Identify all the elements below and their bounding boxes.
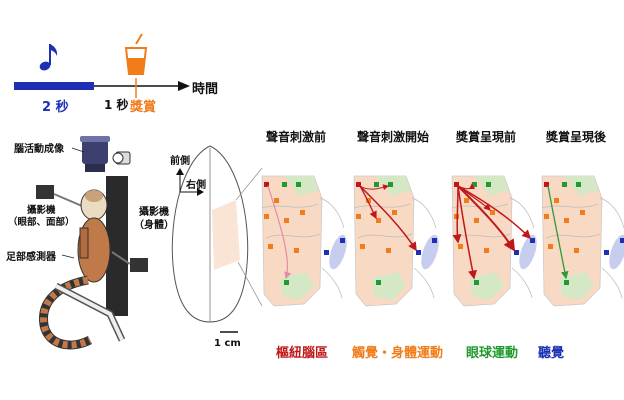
camera-face-label-line1: 攝影機 <box>27 205 56 216</box>
duration-sound-label: 2 秒 <box>42 100 69 115</box>
music-note-icon <box>39 44 58 71</box>
scale-bar-label: 1 cm <box>214 338 241 349</box>
legend-eye: 眼球運動 <box>466 346 519 361</box>
network-panel-2 <box>353 175 443 307</box>
anterior-label: 前側 <box>170 156 190 167</box>
panel-title-1: 聲音刺激前 <box>266 130 327 144</box>
right-label: 右側 <box>186 180 206 191</box>
camera-face-label-line2: （眼部、面部） <box>8 217 75 228</box>
camera-face <box>36 185 83 207</box>
foot-sensor-label: 足部感測器 <box>6 252 56 263</box>
camera-body-label-line2: （身體） <box>134 220 174 231</box>
time-label: 時間 <box>192 82 219 97</box>
panel-title-2: 聲音刺激開始 <box>357 130 430 144</box>
duration-delay-label: 1 秒 <box>104 98 129 112</box>
brain-top-view <box>171 145 249 323</box>
imaging-label: 腦活動成像 <box>14 144 64 155</box>
reward-label: 獎賞 <box>130 100 157 115</box>
panel-title-4: 獎賞呈現後 <box>546 130 607 144</box>
camera-body-label-line1: 攝影機 <box>139 207 169 218</box>
imaging-device <box>80 136 110 172</box>
drink-cup-icon <box>124 33 148 75</box>
legend-aud: 聽覺 <box>538 346 565 361</box>
network-panel-4 <box>541 175 624 307</box>
network-panel-1 <box>261 175 351 307</box>
timeline-arrowhead <box>178 81 190 91</box>
marmoset <box>39 189 111 350</box>
camera-body <box>111 251 148 272</box>
mount-frame <box>106 176 128 316</box>
legend-somato: 觸覺・身體運動 <box>352 346 444 361</box>
camera-face-label: 攝影機 （眼部、面部） <box>8 205 75 229</box>
sound-stimulus-bar <box>14 82 94 90</box>
panel-title-3: 獎賞呈現前 <box>456 130 517 144</box>
legend-hub: 樞紐腦區 <box>276 346 329 361</box>
camera-body-label: 攝影機 （身體） <box>134 206 174 232</box>
camera-top <box>112 151 131 165</box>
network-panel-3 <box>451 175 541 307</box>
